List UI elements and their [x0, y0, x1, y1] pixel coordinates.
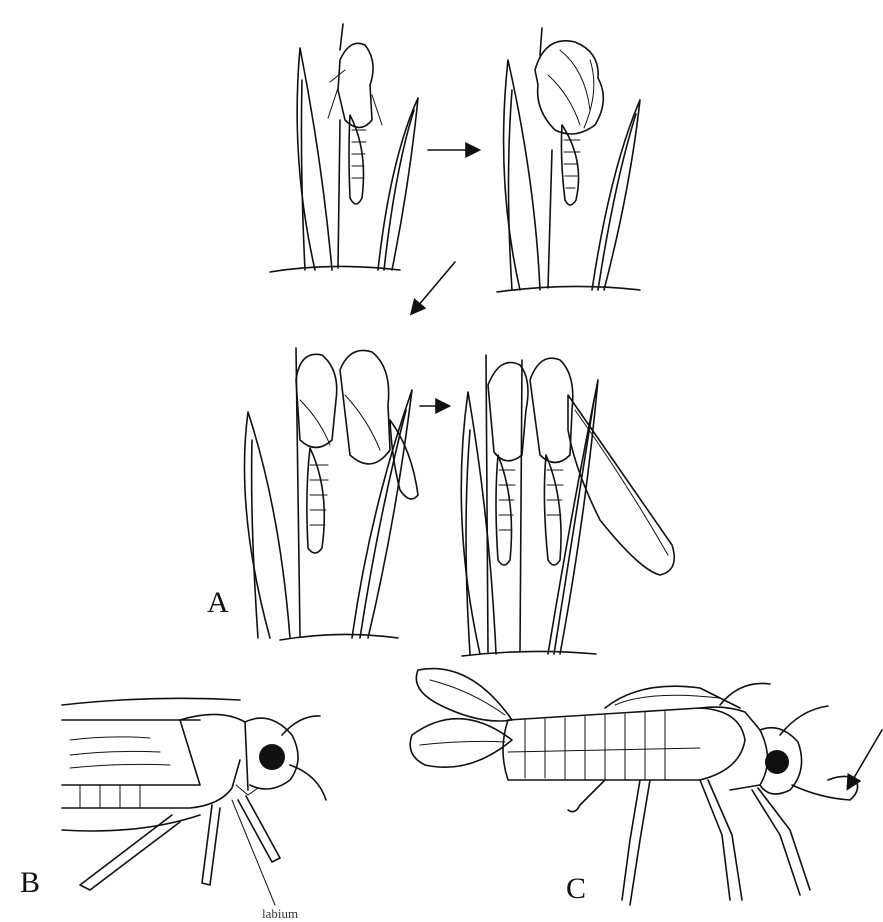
emergence-stage-4 — [461, 355, 674, 656]
panel-c-illustration — [410, 669, 882, 905]
panel-b-illustration — [62, 698, 326, 905]
emergence-stage-3 — [244, 348, 418, 640]
compound-eye — [259, 744, 285, 770]
labium-label: labium — [262, 906, 298, 921]
panel-label-b: B — [20, 866, 40, 899]
labium-pointer-line — [232, 800, 275, 905]
compound-eye — [765, 750, 789, 774]
panel-label-c: C — [566, 872, 586, 905]
emergence-stage-1 — [270, 24, 418, 272]
arrow-stage-2-to-3 — [412, 262, 455, 313]
emergence-stage-2 — [497, 28, 640, 292]
panel-label-a: A — [207, 586, 229, 619]
